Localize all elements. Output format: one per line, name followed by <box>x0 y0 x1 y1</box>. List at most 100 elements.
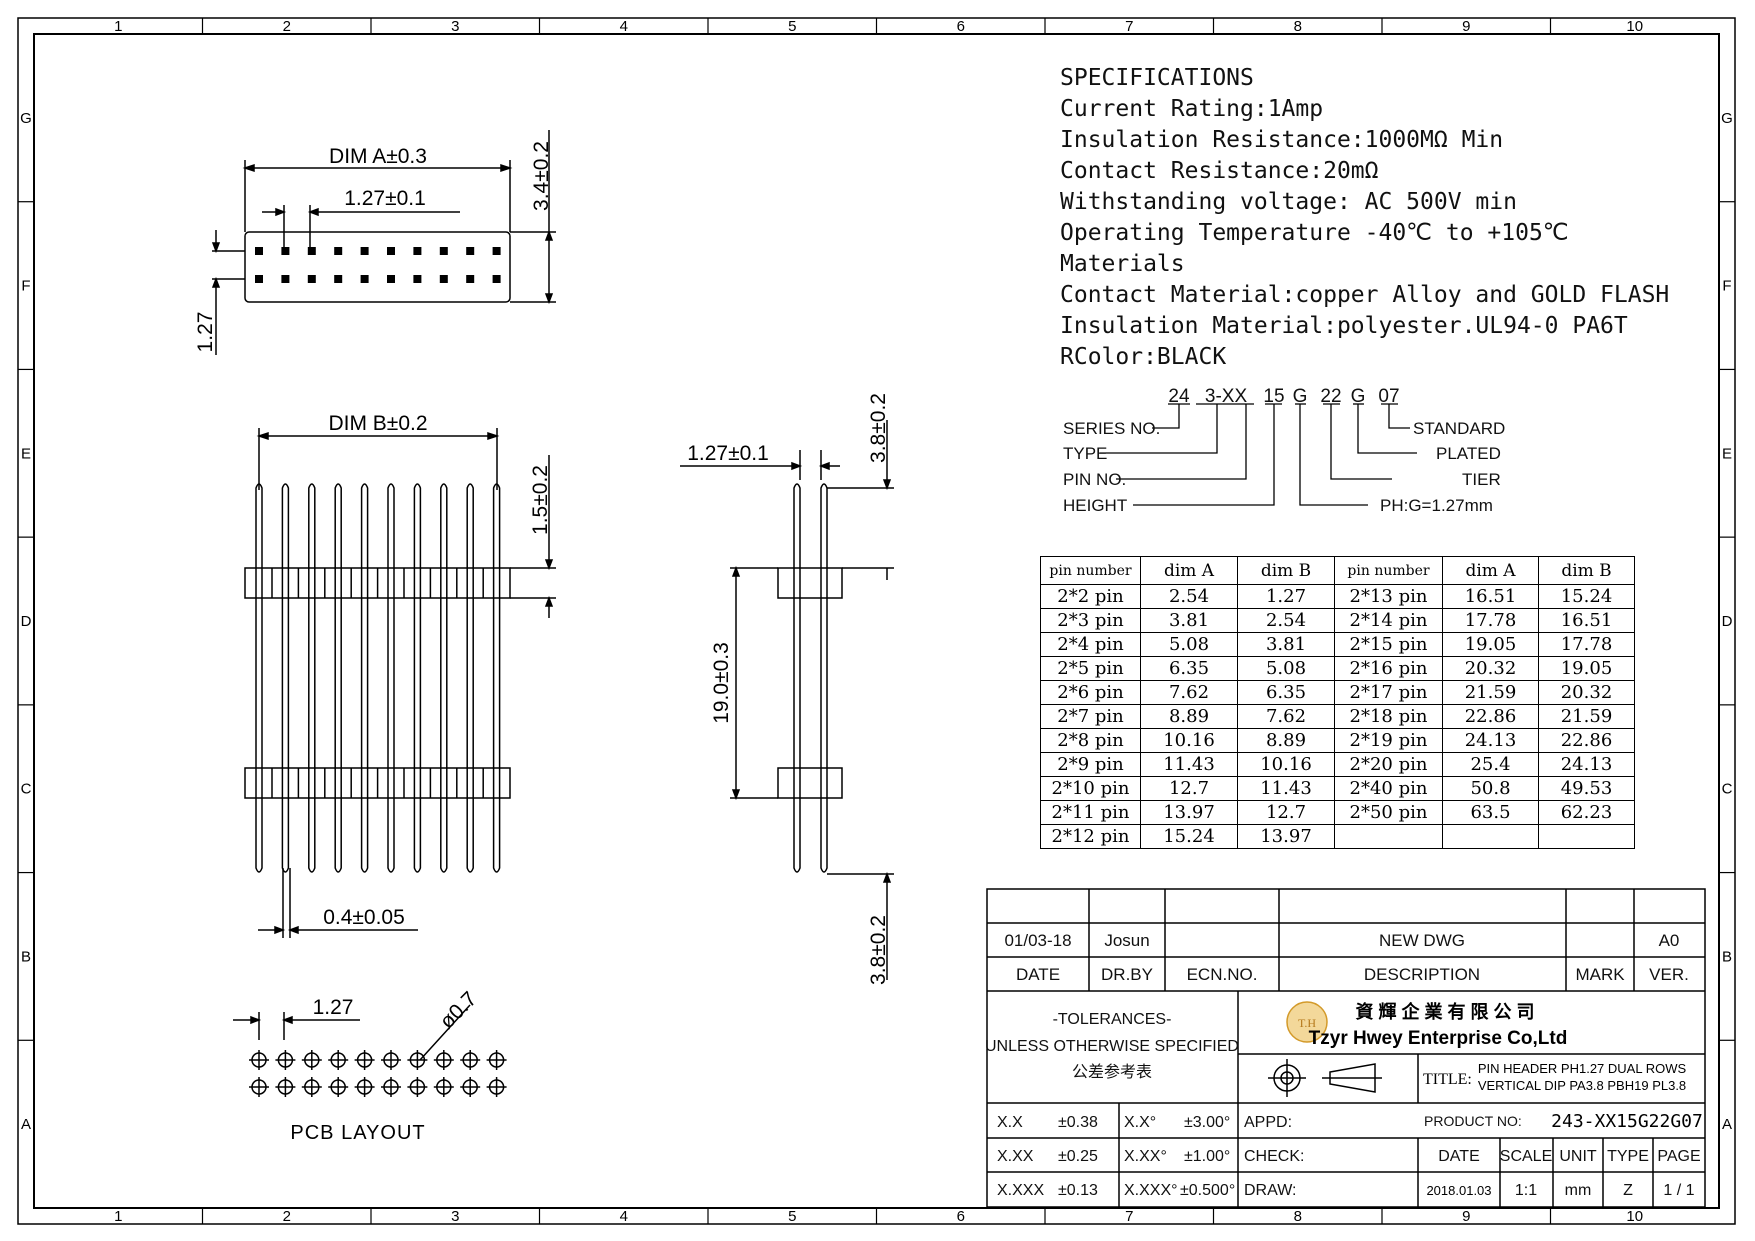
top-height-label: 3.4±0.2 <box>530 141 553 211</box>
spec-line-2: Insulation Resistance:1000MΩ Min <box>1060 127 1504 153</box>
table-cell: 2*9 pin <box>1040 752 1141 777</box>
zone-row-label: D <box>21 613 32 630</box>
table-cell: 2*12 pin <box>1040 824 1141 849</box>
top-pitch-label: 1.27±0.1 <box>344 187 426 210</box>
code-seg-pitch: G <box>1293 386 1308 407</box>
pin-square <box>492 275 501 283</box>
zone-row-label: B <box>21 948 31 965</box>
pin-square <box>492 247 501 255</box>
table-cell: 2*18 pin <box>1334 704 1443 729</box>
pin-width-label: 0.4±0.05 <box>323 906 405 929</box>
table-cell: 13.97 <box>1237 824 1335 849</box>
spec-line-3: Contact Resistance:20mΩ <box>1060 158 1379 184</box>
title-block <box>986 888 1706 1208</box>
table-cell: 62.23 <box>1538 800 1635 825</box>
pin-square <box>387 275 395 283</box>
tolerance-title: -TOLERANCES- <box>1053 1011 1172 1028</box>
table-cell: 10.16 <box>1237 752 1335 777</box>
pin-square <box>307 275 316 283</box>
code-label-pitch: PH:G=1.27mm <box>1380 496 1493 515</box>
zone-column-label: 10 <box>1626 1208 1643 1225</box>
field-scale-label: SCALE <box>1500 1148 1552 1165</box>
rev-desc: NEW DWG <box>1379 931 1465 950</box>
tol-row3-b: ±0.13 <box>1058 1182 1098 1199</box>
pin-body <box>387 483 395 873</box>
table-cell: 12.7 <box>1237 800 1335 825</box>
logo-text: T.H <box>1298 1016 1316 1030</box>
spec-line-6: Materials <box>1060 251 1185 277</box>
zone-column-label: 8 <box>1294 18 1302 35</box>
pin-top-label: 1.5±0.2 <box>529 465 552 535</box>
field-type-label: TYPE <box>1607 1148 1649 1165</box>
pin-square <box>439 275 448 283</box>
zone-row-label: D <box>1722 613 1733 630</box>
table-cell: 7.62 <box>1140 680 1238 705</box>
head-ecn: ECN.NO. <box>1187 965 1258 984</box>
table-cell: 2*19 pin <box>1334 728 1443 753</box>
zone-column-label: 8 <box>1294 1208 1302 1225</box>
table-cell: 2*13 pin <box>1334 584 1443 609</box>
table-cell: 2*14 pin <box>1334 608 1443 633</box>
dim-a-label: DIM A±0.3 <box>329 145 427 168</box>
table-cell: 3.81 <box>1237 632 1335 657</box>
zone-row-label: A <box>1722 1116 1732 1133</box>
table-cell: 10.16 <box>1140 728 1238 753</box>
table-header: pin number <box>1334 556 1443 585</box>
field-date-value: 2018.01.03 <box>1426 1183 1491 1198</box>
table-cell <box>1334 824 1443 849</box>
code-label-standard: STANDARD <box>1413 419 1505 438</box>
table-cell: 24.13 <box>1538 752 1635 777</box>
tol-row1-b: ±0.38 <box>1058 1114 1098 1131</box>
code-label-type: TYPE <box>1063 444 1107 463</box>
code-seg-tier: 22 <box>1320 386 1341 407</box>
zone-column-label: 9 <box>1462 18 1470 35</box>
spec-line-5: Operating Temperature -40℃ to +105℃ <box>1060 220 1569 246</box>
tol-row1-d: ±3.00° <box>1184 1114 1230 1131</box>
table-cell: 63.5 <box>1442 800 1539 825</box>
pin-dimension-table: pin number dim A dim B pin number dim A … <box>1040 556 1635 849</box>
table-cell: 17.78 <box>1538 632 1635 657</box>
front-view <box>244 428 556 938</box>
table-cell: 20.32 <box>1538 680 1635 705</box>
table-cell: 7.62 <box>1237 704 1335 729</box>
tol-row3-c: X.XXX° <box>1124 1182 1178 1199</box>
table-cell: 2*17 pin <box>1334 680 1443 705</box>
side-bottom-label: 3.8±0.2 <box>867 915 890 985</box>
table-header: dim B <box>1538 556 1635 585</box>
table-cell: 2.54 <box>1140 584 1238 609</box>
table-cell: 19.05 <box>1442 632 1539 657</box>
code-seg-series: 24 <box>1168 386 1190 407</box>
table-cell: 11.43 <box>1237 776 1335 801</box>
product-label: PRODUCT NO: <box>1424 1113 1522 1129</box>
table-cell: 5.08 <box>1140 632 1238 657</box>
field-unit-value: mm <box>1565 1182 1592 1199</box>
title-label: TITLE: <box>1423 1071 1472 1088</box>
zone-column-label: 4 <box>620 1208 628 1225</box>
zone-row-label: E <box>1722 445 1732 462</box>
table-cell: 15.24 <box>1140 824 1238 849</box>
table-cell <box>1538 824 1635 849</box>
zone-column-label: 7 <box>1125 18 1133 35</box>
table-cell: 15.24 <box>1538 584 1635 609</box>
field-page-label: PAGE <box>1657 1148 1700 1165</box>
check-label: CHECK: <box>1244 1148 1304 1165</box>
pin-square <box>334 247 343 255</box>
table-header: dim B <box>1237 556 1335 585</box>
zone-row-label: C <box>1722 781 1733 798</box>
table-cell: 2*40 pin <box>1334 776 1443 801</box>
draw-label: DRAW: <box>1244 1182 1296 1199</box>
tol-row3-d: ±0.500° <box>1180 1182 1235 1199</box>
spec-line-8: Insulation Material:polyester.UL94-0 PA6… <box>1060 313 1628 339</box>
head-ver: VER. <box>1649 965 1689 984</box>
head-desc: DESCRIPTION <box>1364 965 1480 984</box>
zone-row-label: E <box>21 445 31 462</box>
table-cell: 2*15 pin <box>1334 632 1443 657</box>
product-number: 243-XX15G22G07 <box>1551 1111 1703 1132</box>
table-cell: 6.35 <box>1237 680 1335 705</box>
table-cell: 20.32 <box>1442 656 1539 681</box>
